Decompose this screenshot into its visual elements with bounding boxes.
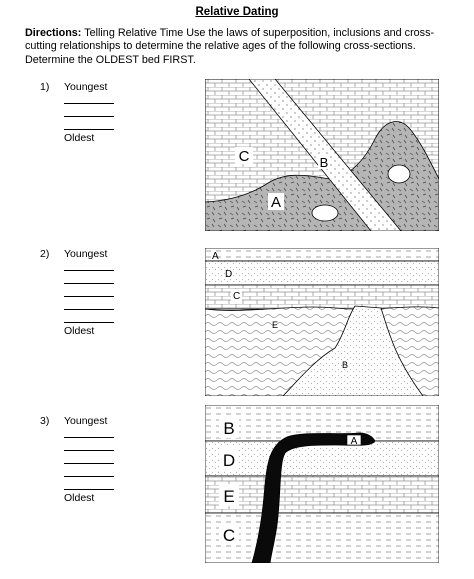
q3-number: 3) <box>40 415 50 427</box>
directions-paragraph: Directions: Telling Relative Time Use th… <box>25 27 445 67</box>
q1-number: 1) <box>40 81 50 93</box>
q2-bed-c <box>205 284 439 310</box>
directions-label: Directions: <box>25 27 82 39</box>
q2-oldest-label: Oldest <box>64 325 95 337</box>
q2-answer-line-1[interactable] <box>64 270 114 271</box>
q2-bed-a <box>205 248 439 262</box>
q3-youngest-label: Youngest <box>64 415 108 427</box>
q1-answer-line-1[interactable] <box>64 103 114 104</box>
q2-label-d: D <box>225 269 232 280</box>
q2-intrusion-b <box>282 305 424 396</box>
q3-answer-line-4[interactable] <box>64 476 114 477</box>
q3-bed-d <box>205 440 439 477</box>
q1-cross-section: C B A <box>205 79 439 231</box>
q2-answer-line-5[interactable] <box>64 322 114 323</box>
q2-number: 2) <box>40 248 50 260</box>
q3-answer-line-2[interactable] <box>64 450 114 451</box>
q3-bed-c <box>205 512 439 563</box>
q2-label-c: C <box>233 291 240 302</box>
directions-text: Telling Relative Time Use the laws of su… <box>25 27 435 66</box>
page-title: Relative Dating <box>195 6 279 18</box>
q3-answer-line-1[interactable] <box>64 437 114 438</box>
q3-label-b: B <box>223 419 234 438</box>
q3-label-e: E <box>223 487 234 506</box>
q1-answer-line-3[interactable] <box>64 129 114 130</box>
q1-label-b: B <box>320 155 329 170</box>
q3-answer-line-5[interactable] <box>64 489 114 490</box>
q3-label-d: D <box>223 451 235 470</box>
q1-xenolith-1 <box>387 164 411 184</box>
q2-label-b: B <box>342 360 348 370</box>
q1-xenolith-2 <box>311 204 339 222</box>
q1-label-a: A <box>271 194 281 211</box>
q3-answer-line-3[interactable] <box>64 463 114 464</box>
q2-label-e: E <box>272 320 278 330</box>
q2-cross-section: A D C E B <box>205 248 439 396</box>
q2-bed-d <box>205 260 439 286</box>
q3-bed-e <box>205 475 439 514</box>
q3-label-c: C <box>223 526 235 545</box>
q1-intrusion-a <box>205 121 439 231</box>
q1-label-c: C <box>239 148 250 165</box>
q2-label-a: A <box>212 251 219 262</box>
q1-oldest-label: Oldest <box>64 132 95 144</box>
q2-answer-line-2[interactable] <box>64 283 114 284</box>
q3-oldest-label: Oldest <box>64 492 95 504</box>
q3-label-a: A <box>351 436 358 447</box>
q2-answer-line-4[interactable] <box>64 309 114 310</box>
q1-youngest-label: Youngest <box>64 81 108 93</box>
q3-intrusion <box>251 432 376 563</box>
q2-youngest-label: Youngest <box>64 248 108 260</box>
q1-answer-line-2[interactable] <box>64 116 114 117</box>
q3-cross-section: A B D E C <box>205 405 439 563</box>
q2-answer-line-3[interactable] <box>64 296 114 297</box>
